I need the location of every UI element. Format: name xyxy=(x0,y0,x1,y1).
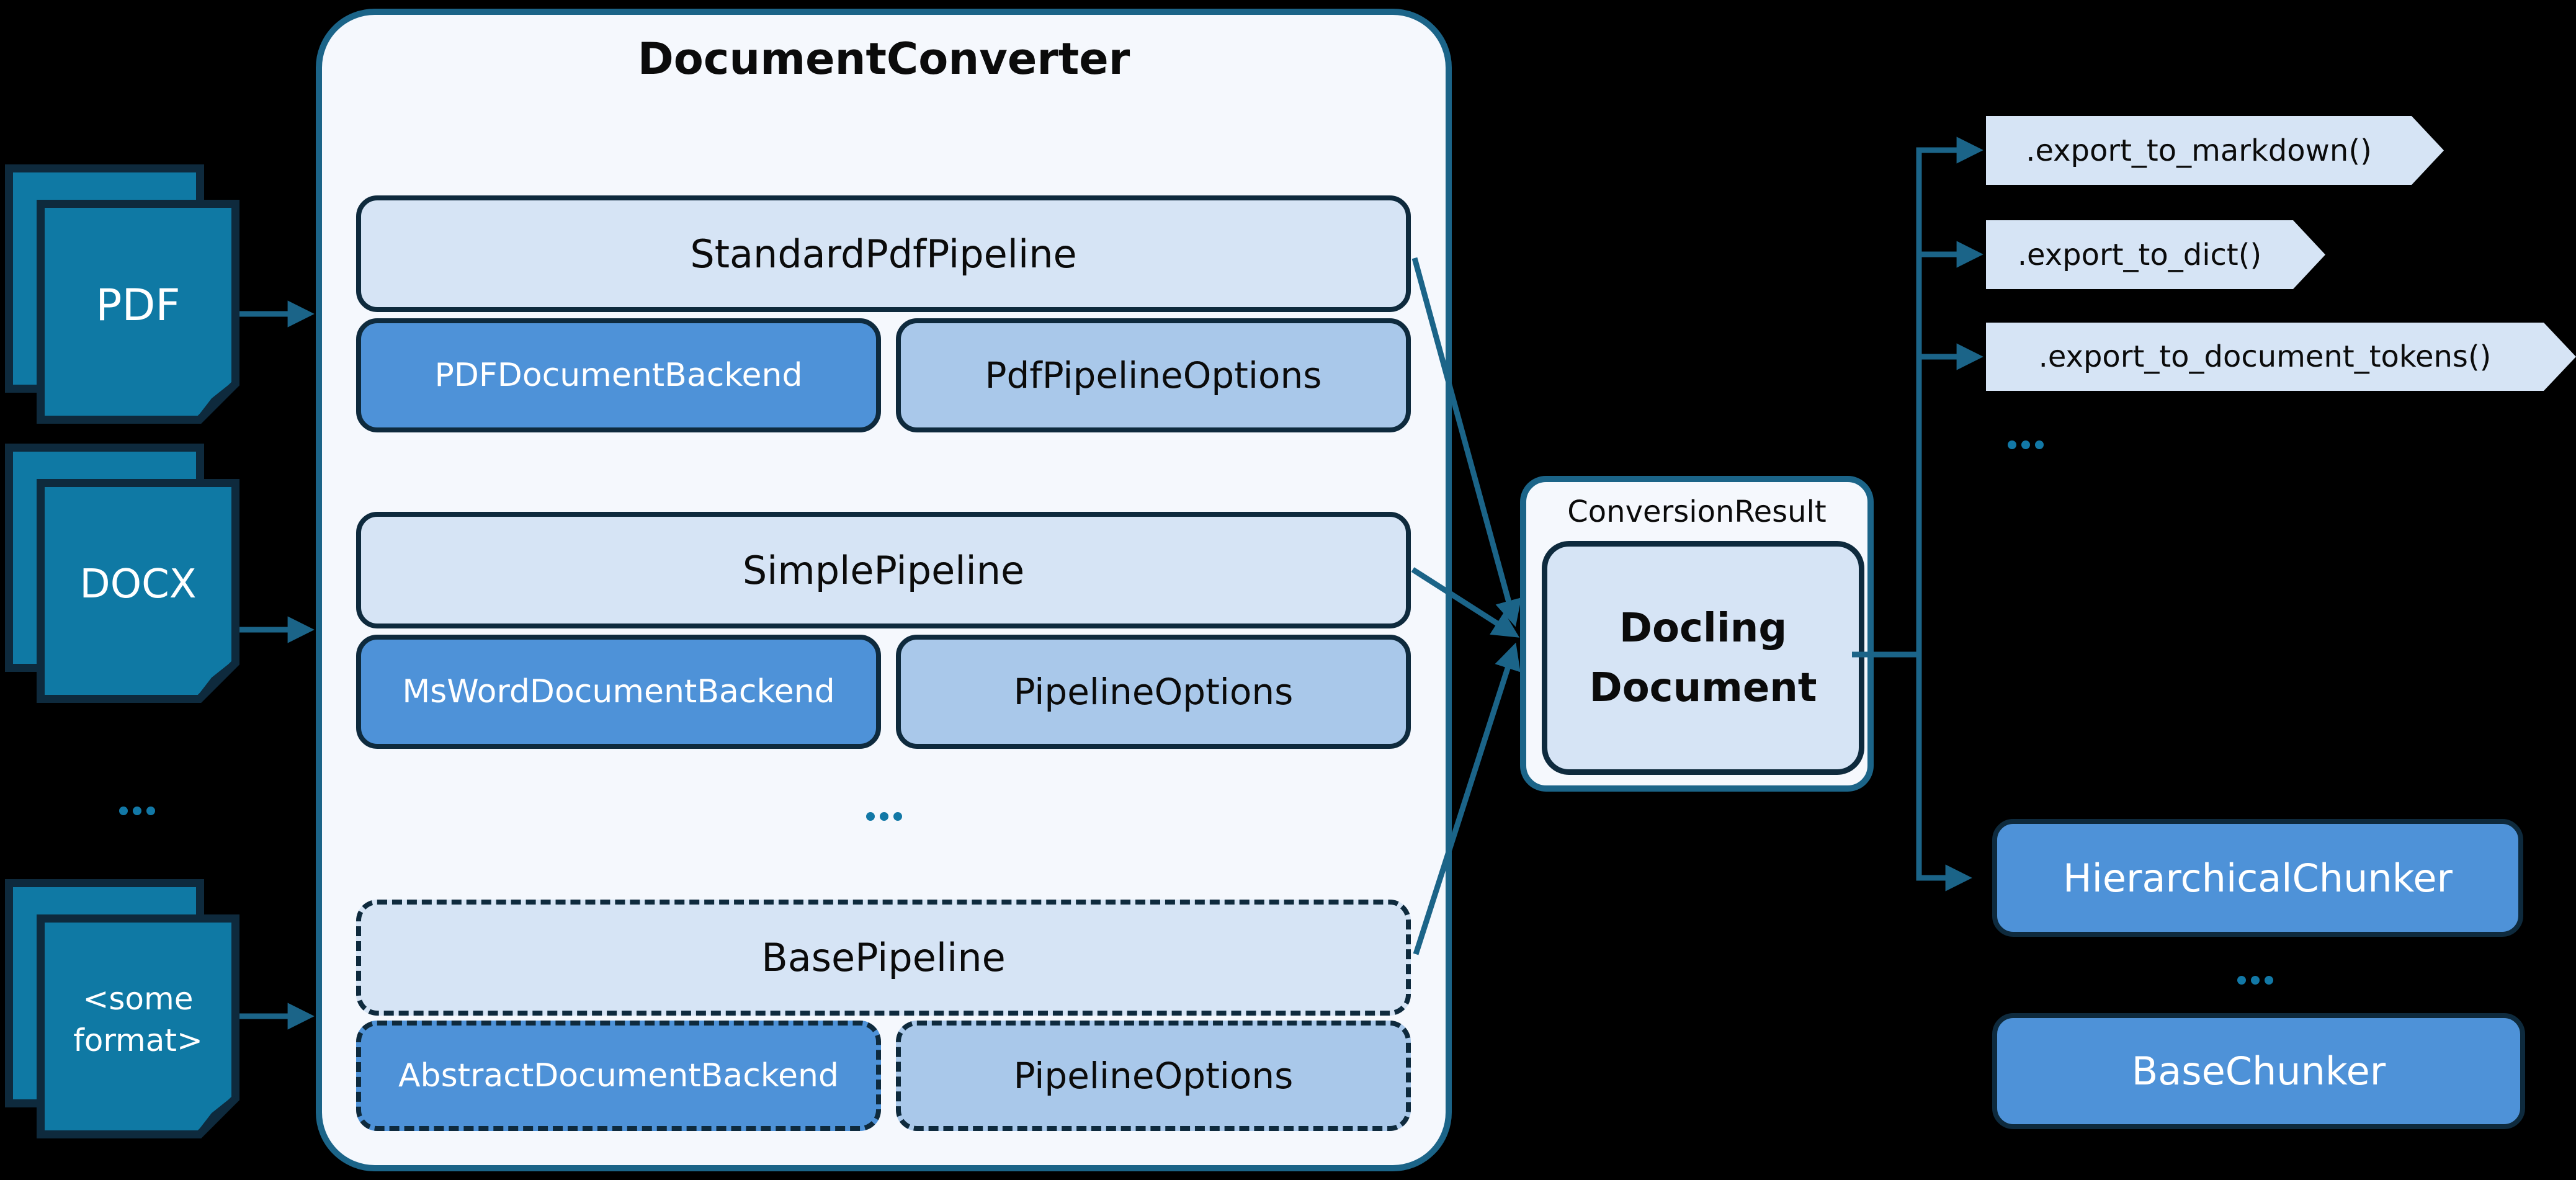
base-chunker-box: BaseChunker xyxy=(1992,1013,2525,1129)
options-label: PipelineOptions xyxy=(1013,1055,1294,1097)
dot xyxy=(2251,976,2260,985)
options-label: PdfPipelineOptions xyxy=(985,354,1322,396)
conversion-result-label: ConversionResult xyxy=(1567,494,1827,529)
exports-ellipsis-dots xyxy=(2008,440,2044,449)
some-format-document-icon: <some format> xyxy=(5,878,241,1138)
stacked-pages-icon xyxy=(5,164,239,424)
options-box-simple: PipelineOptions xyxy=(896,635,1411,749)
backend-label: PDFDocumentBackend xyxy=(434,357,803,394)
pipeline-label: SimplePipeline xyxy=(742,547,1025,593)
document-converter-title: DocumentConverter xyxy=(637,34,1130,84)
pipeline-label: BasePipeline xyxy=(761,935,1006,980)
dot xyxy=(146,807,155,815)
export-to-markdown-tag: .export_to_markdown() xyxy=(1986,116,2444,185)
stacked-pages-icon xyxy=(5,444,239,703)
hierarchical-chunker-box: HierarchicalChunker xyxy=(1992,819,2523,937)
options-box-pdf: PdfPipelineOptions xyxy=(896,318,1411,432)
dot xyxy=(2021,440,2030,449)
chunkers-ellipsis-dots xyxy=(2237,976,2273,985)
backend-box-abstract: AbstractDocumentBackend xyxy=(356,1021,881,1131)
pipeline-box-standard-pdf: StandardPdfPipeline xyxy=(356,195,1411,312)
options-box-base: PipelineOptions xyxy=(896,1021,1411,1131)
dot xyxy=(893,812,902,821)
dot xyxy=(866,812,875,821)
options-label: PipelineOptions xyxy=(1013,671,1294,713)
conversion-result-box: ConversionResult Docling Document xyxy=(1520,476,1874,792)
backend-box-pdf: PDFDocumentBackend xyxy=(356,318,881,432)
backend-label: AbstractDocumentBackend xyxy=(398,1057,839,1094)
input-format-label: DOCX xyxy=(79,561,197,607)
docling-document-box: Docling Document xyxy=(1542,541,1864,775)
docx-document-icon: DOCX xyxy=(5,442,241,703)
dot xyxy=(119,807,128,815)
export-to-dict-tag: .export_to_dict() xyxy=(1986,220,2325,289)
dot xyxy=(2035,440,2044,449)
export-to-document-tokens-tag: .export_to_document_tokens() xyxy=(1986,323,2576,391)
dot xyxy=(2237,976,2246,985)
dot xyxy=(880,812,888,821)
stacked-pages-icon xyxy=(5,879,239,1138)
pipeline-label: StandardPdfPipeline xyxy=(690,231,1077,277)
input-format-label: <some format> xyxy=(73,980,203,1059)
inputs-ellipsis-dots xyxy=(119,807,155,815)
dot xyxy=(2265,976,2273,985)
pipeline-box-base: BasePipeline xyxy=(356,900,1411,1016)
backend-box-msword: MsWordDocumentBackend xyxy=(356,635,881,749)
backend-label: MsWordDocumentBackend xyxy=(402,673,835,710)
converter-ellipsis-dots xyxy=(866,812,902,821)
pdf-document-icon: PDF xyxy=(5,163,241,424)
pipeline-box-simple: SimplePipeline xyxy=(356,512,1411,628)
dot xyxy=(2008,440,2016,449)
trunk-with-top-bottom-branches xyxy=(1916,136,1983,892)
input-format-label: PDF xyxy=(96,279,181,331)
dot xyxy=(133,807,141,815)
